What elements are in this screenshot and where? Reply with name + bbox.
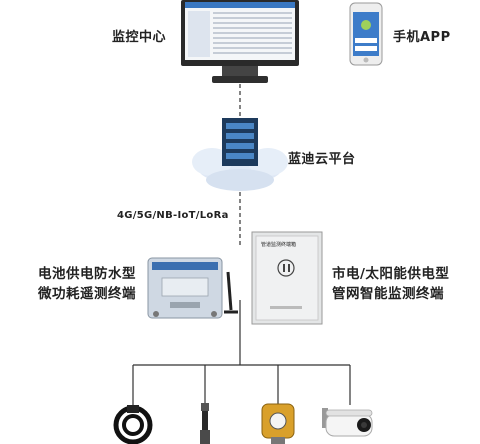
cabinet-icon — [251, 231, 323, 325]
monitor-icon — [181, 0, 299, 83]
smartphone-icon — [349, 2, 383, 66]
battery-terminal-label: 电池供电防水型 微功耗遥测终端 — [38, 266, 136, 302]
water-level-sensor-icon — [113, 405, 153, 444]
cloud-platform-label: 蓝迪云平台 — [288, 152, 356, 167]
monitoring-center-label: 监控中心 — [112, 30, 167, 45]
mobile-app-label: 手机APP — [393, 30, 451, 45]
server-cloud-icon — [192, 118, 288, 191]
probe-sensor-icon — [200, 403, 210, 444]
cabinet-title-label: 管道监测终端箱 — [261, 242, 297, 248]
mains-solar-terminal-label: 市电/太阳能供电型 管网智能监测终端 — [332, 266, 450, 302]
antenna-icon — [224, 271, 238, 314]
gas-detector-icon — [261, 403, 295, 444]
rtu-box-icon — [147, 257, 223, 319]
connector-lines — [132, 84, 351, 405]
network-protocols-label: 4G/5G/NB-IoT/LoRa — [117, 210, 229, 221]
camera-icon — [322, 408, 373, 437]
